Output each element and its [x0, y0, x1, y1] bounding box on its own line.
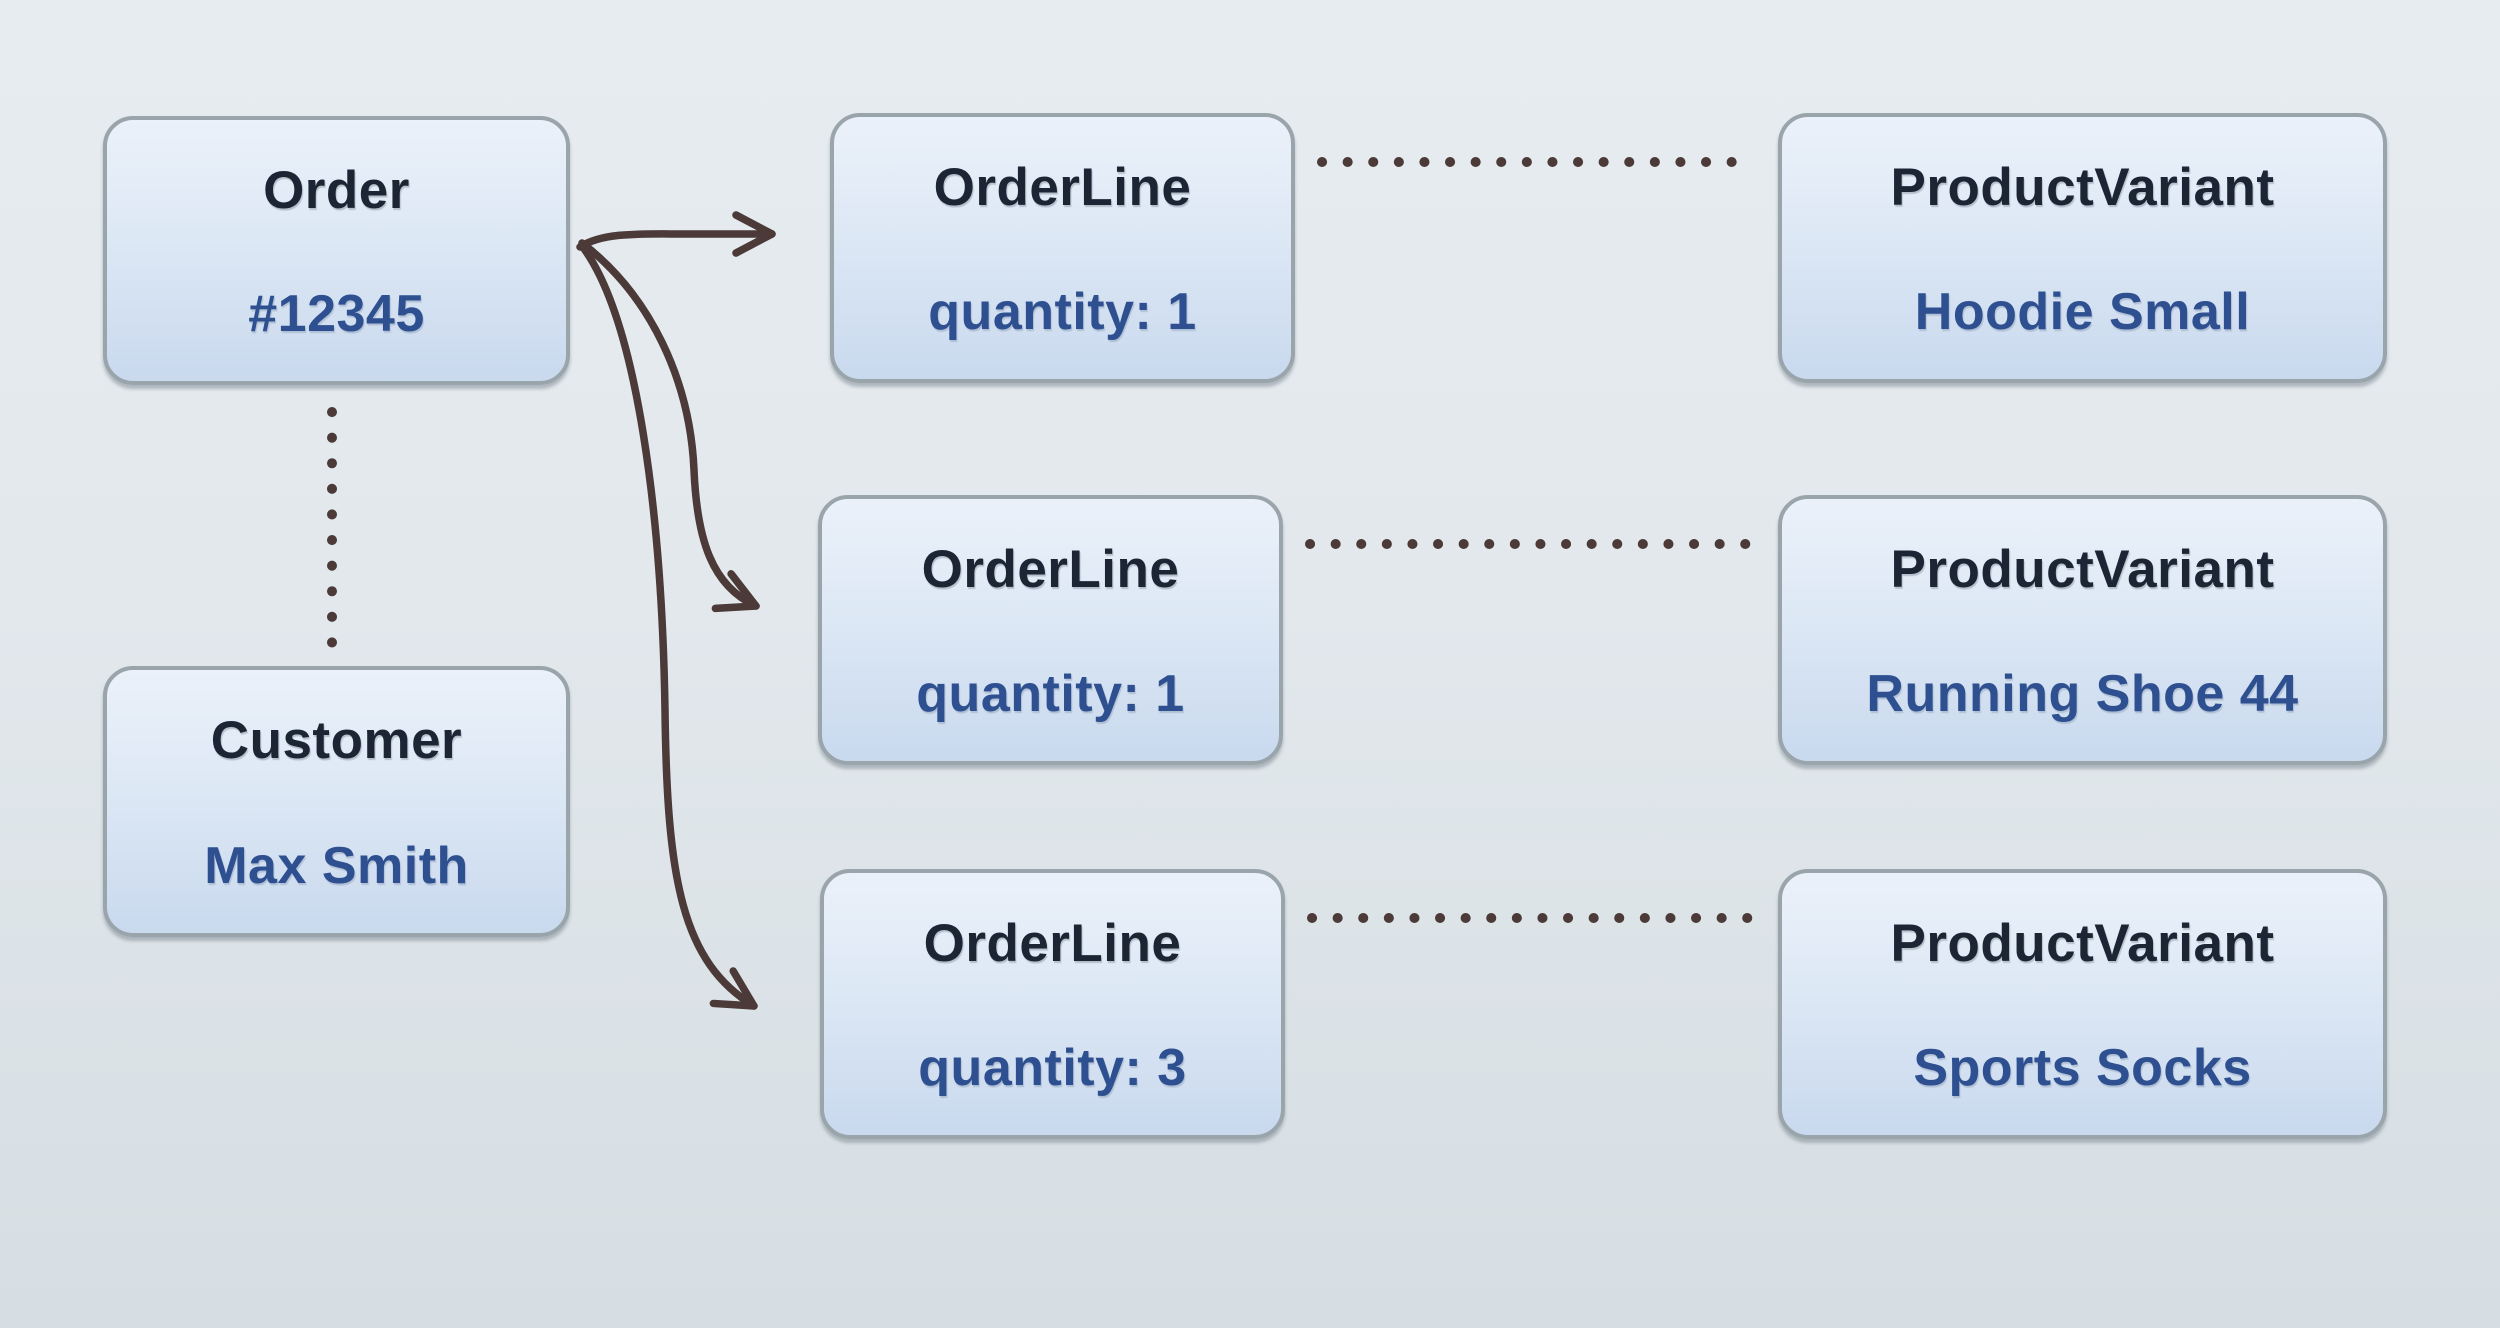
- arrow-order-to-orderline1: [576, 211, 776, 257]
- orderline1-node: OrderLine quantity: 1: [830, 113, 1295, 383]
- customer-node-value: Max Smith: [204, 837, 469, 895]
- productvariant3-node: ProductVariant Sports Socks: [1778, 869, 2387, 1139]
- productvariant1-node-title: ProductVariant: [1890, 158, 2275, 217]
- productvariant1-node: ProductVariant Hoodie Small: [1778, 113, 2387, 383]
- orderline2-node-value: quantity: 1: [916, 665, 1185, 723]
- productvariant2-node-title: ProductVariant: [1890, 540, 2275, 599]
- arrow-order-to-orderline2: [578, 239, 760, 613]
- orderline2-node: OrderLine quantity: 1: [818, 495, 1283, 765]
- customer-node-title: Customer: [210, 711, 463, 770]
- orderline3-node: OrderLine quantity: 3: [820, 869, 1285, 1139]
- orderline1-node-value: quantity: 1: [928, 283, 1197, 341]
- order-node-value: #12345: [248, 285, 425, 343]
- productvariant2-node: ProductVariant Running Shoe 44: [1778, 495, 2387, 765]
- orderline3-node-title: OrderLine: [923, 914, 1182, 973]
- order-node-title: Order: [263, 161, 410, 220]
- arrow-order-to-orderline3: [578, 242, 758, 1010]
- productvariant1-node-value: Hoodie Small: [1914, 283, 2251, 341]
- order-node: Order #12345: [103, 116, 570, 385]
- orderline2-node-title: OrderLine: [921, 540, 1180, 599]
- customer-node: Customer Max Smith: [103, 666, 570, 937]
- productvariant2-node-value: Running Shoe 44: [1866, 665, 2299, 723]
- productvariant3-node-value: Sports Socks: [1913, 1039, 2252, 1097]
- orderline1-node-title: OrderLine: [933, 158, 1192, 217]
- productvariant3-node-title: ProductVariant: [1890, 914, 2275, 973]
- orderline3-node-value: quantity: 3: [918, 1039, 1187, 1097]
